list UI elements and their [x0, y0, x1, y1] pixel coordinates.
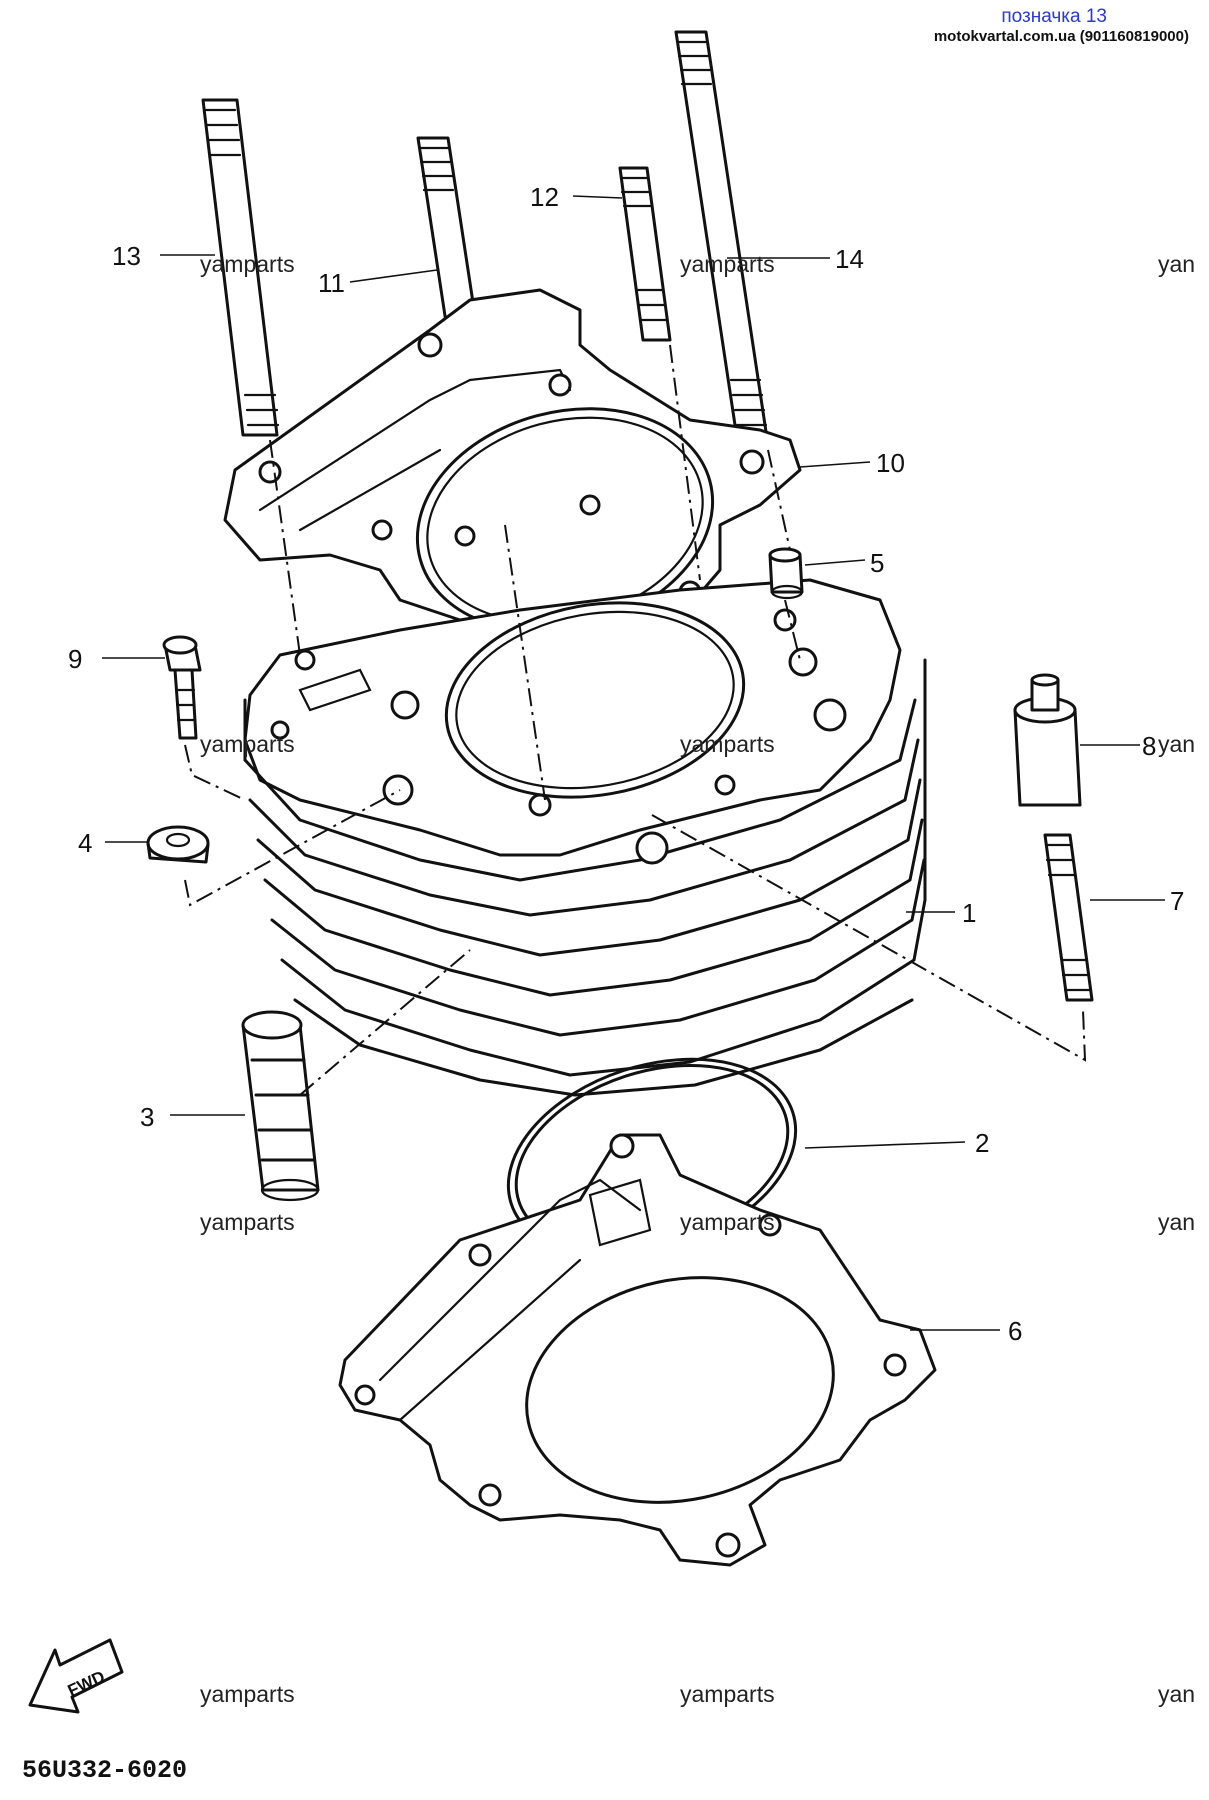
- leader-lines: [102, 195, 1165, 1331]
- watermark: yamparts: [680, 1681, 775, 1707]
- stud-14[interactable]: [674, 30, 770, 447]
- washer-4[interactable]: [146, 825, 210, 864]
- callout-13: 13: [112, 241, 141, 271]
- dowel-pin-5[interactable]: [768, 547, 804, 600]
- cylinder-1[interactable]: [243, 578, 927, 1097]
- callout-2: 2: [975, 1128, 989, 1158]
- watermark: yamparts: [200, 1681, 295, 1707]
- watermark: yamparts: [200, 251, 295, 277]
- callout-7: 7: [1170, 886, 1184, 916]
- callout-1: 1: [962, 898, 976, 928]
- watermarks: yamparts yamparts yan yamparts yamparts …: [200, 251, 1195, 1707]
- callout-labels: 13 11 12 14 10 5 9 4 8 7 1 3 2 6: [68, 182, 1184, 1346]
- assembly-lines: [184, 344, 1087, 1096]
- bolt-9[interactable]: [162, 635, 202, 740]
- watermark: yamparts: [680, 251, 775, 277]
- callout-4: 4: [78, 828, 92, 858]
- dowel-8[interactable]: [1013, 673, 1082, 807]
- pin-3[interactable]: [241, 1010, 320, 1202]
- callout-14: 14: [835, 244, 864, 274]
- callout-8: 8: [1142, 731, 1156, 761]
- part-code: 56U332-6020: [22, 1756, 187, 1785]
- watermark: yan: [1158, 1209, 1195, 1235]
- callout-9: 9: [68, 644, 82, 674]
- watermark: yamparts: [200, 731, 295, 757]
- page-header: позначка 13 motokvartal.com.ua (90116081…: [934, 6, 1189, 45]
- watermark: yamparts: [680, 1209, 775, 1235]
- watermark: yan: [1158, 1681, 1195, 1707]
- watermark: yamparts: [200, 1209, 295, 1235]
- callout-5: 5: [870, 548, 884, 578]
- watermark: yan: [1158, 731, 1195, 757]
- base-gasket-6[interactable]: [338, 1133, 937, 1567]
- callout-10: 10: [876, 448, 905, 478]
- callout-11: 11: [318, 268, 345, 298]
- stud-7[interactable]: [1043, 833, 1094, 1002]
- stud-12[interactable]: [618, 166, 672, 342]
- watermark: yamparts: [680, 731, 775, 757]
- header-title: позначка 13: [1001, 6, 1107, 27]
- callout-3: 3: [140, 1102, 154, 1132]
- stud-13[interactable]: [201, 98, 280, 437]
- fwd-arrow-icon: FWD: [28, 1638, 124, 1714]
- header-subtitle: motokvartal.com.ua (901160819000): [933, 27, 1189, 45]
- callout-12: 12: [530, 182, 559, 212]
- head-gasket-10[interactable]: [223, 288, 802, 667]
- callout-6: 6: [1008, 1316, 1022, 1346]
- watermark: yan: [1158, 251, 1195, 277]
